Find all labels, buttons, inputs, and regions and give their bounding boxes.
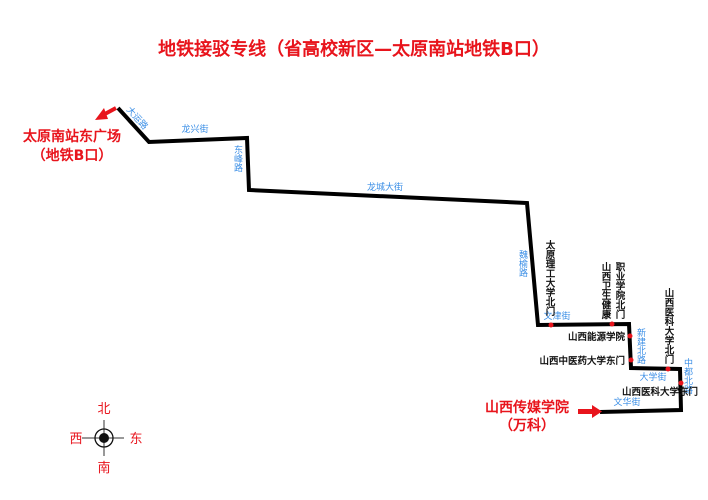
- stop-label-med-north: 山西医科大学北门: [663, 287, 675, 365]
- road-label-dongfeng: 东峰路: [232, 144, 243, 173]
- stop-dot-med-north: [665, 366, 671, 372]
- road-label-wenjin: 文津街: [543, 310, 570, 322]
- road-label-zhongdu: 中都北路: [682, 357, 693, 395]
- start-terminal-sub: （万科）: [499, 417, 555, 434]
- compass-north: 北: [97, 402, 110, 417]
- stop-markers: [548, 321, 684, 386]
- road-label-xinjian: 新建北路: [635, 327, 646, 365]
- map-title: 地铁接驳专线（省高校新区—太原南站地铁B口）: [158, 38, 550, 60]
- stop-label-vocational-1: 职业学院北门: [614, 262, 626, 320]
- stop-dot-med-east: [678, 380, 684, 386]
- start-arrow-icon: [578, 405, 602, 418]
- stop-dot-tcm: [628, 357, 634, 363]
- road-label-weiyu: 魏榆路: [517, 249, 528, 278]
- stop-label-med-east: 山西医科大学东门: [622, 386, 698, 398]
- stop-label-tyut: 太原理工大学北门: [544, 239, 556, 317]
- compass-west: 西: [69, 432, 82, 447]
- road-label-daxue: 大学街: [639, 371, 666, 383]
- road-label-longcheng: 龙城大街: [367, 181, 403, 193]
- compass-east: 东: [129, 432, 142, 447]
- end-terminal-name: 太原南站东广场: [23, 128, 121, 145]
- end-arrow-icon: [95, 106, 117, 120]
- road-label-longxing: 龙兴街: [181, 123, 208, 135]
- stop-dot-vocational: [609, 321, 615, 327]
- end-terminal-sub: （地铁B口）: [32, 147, 113, 164]
- stop-label-vocational-2: 山西卫生健康: [600, 261, 613, 320]
- compass-icon: [82, 420, 124, 456]
- start-terminal-name: 山西传媒学院: [485, 399, 569, 416]
- road-label-wenhua: 文华街: [613, 396, 640, 408]
- compass-south: 南: [97, 460, 110, 476]
- stop-label-tcm: 山西中医药大学东门: [539, 355, 625, 367]
- stop-dot-energy: [627, 333, 633, 339]
- stop-dot-tyut: [548, 322, 554, 328]
- stop-label-energy: 山西能源学院: [568, 331, 626, 343]
